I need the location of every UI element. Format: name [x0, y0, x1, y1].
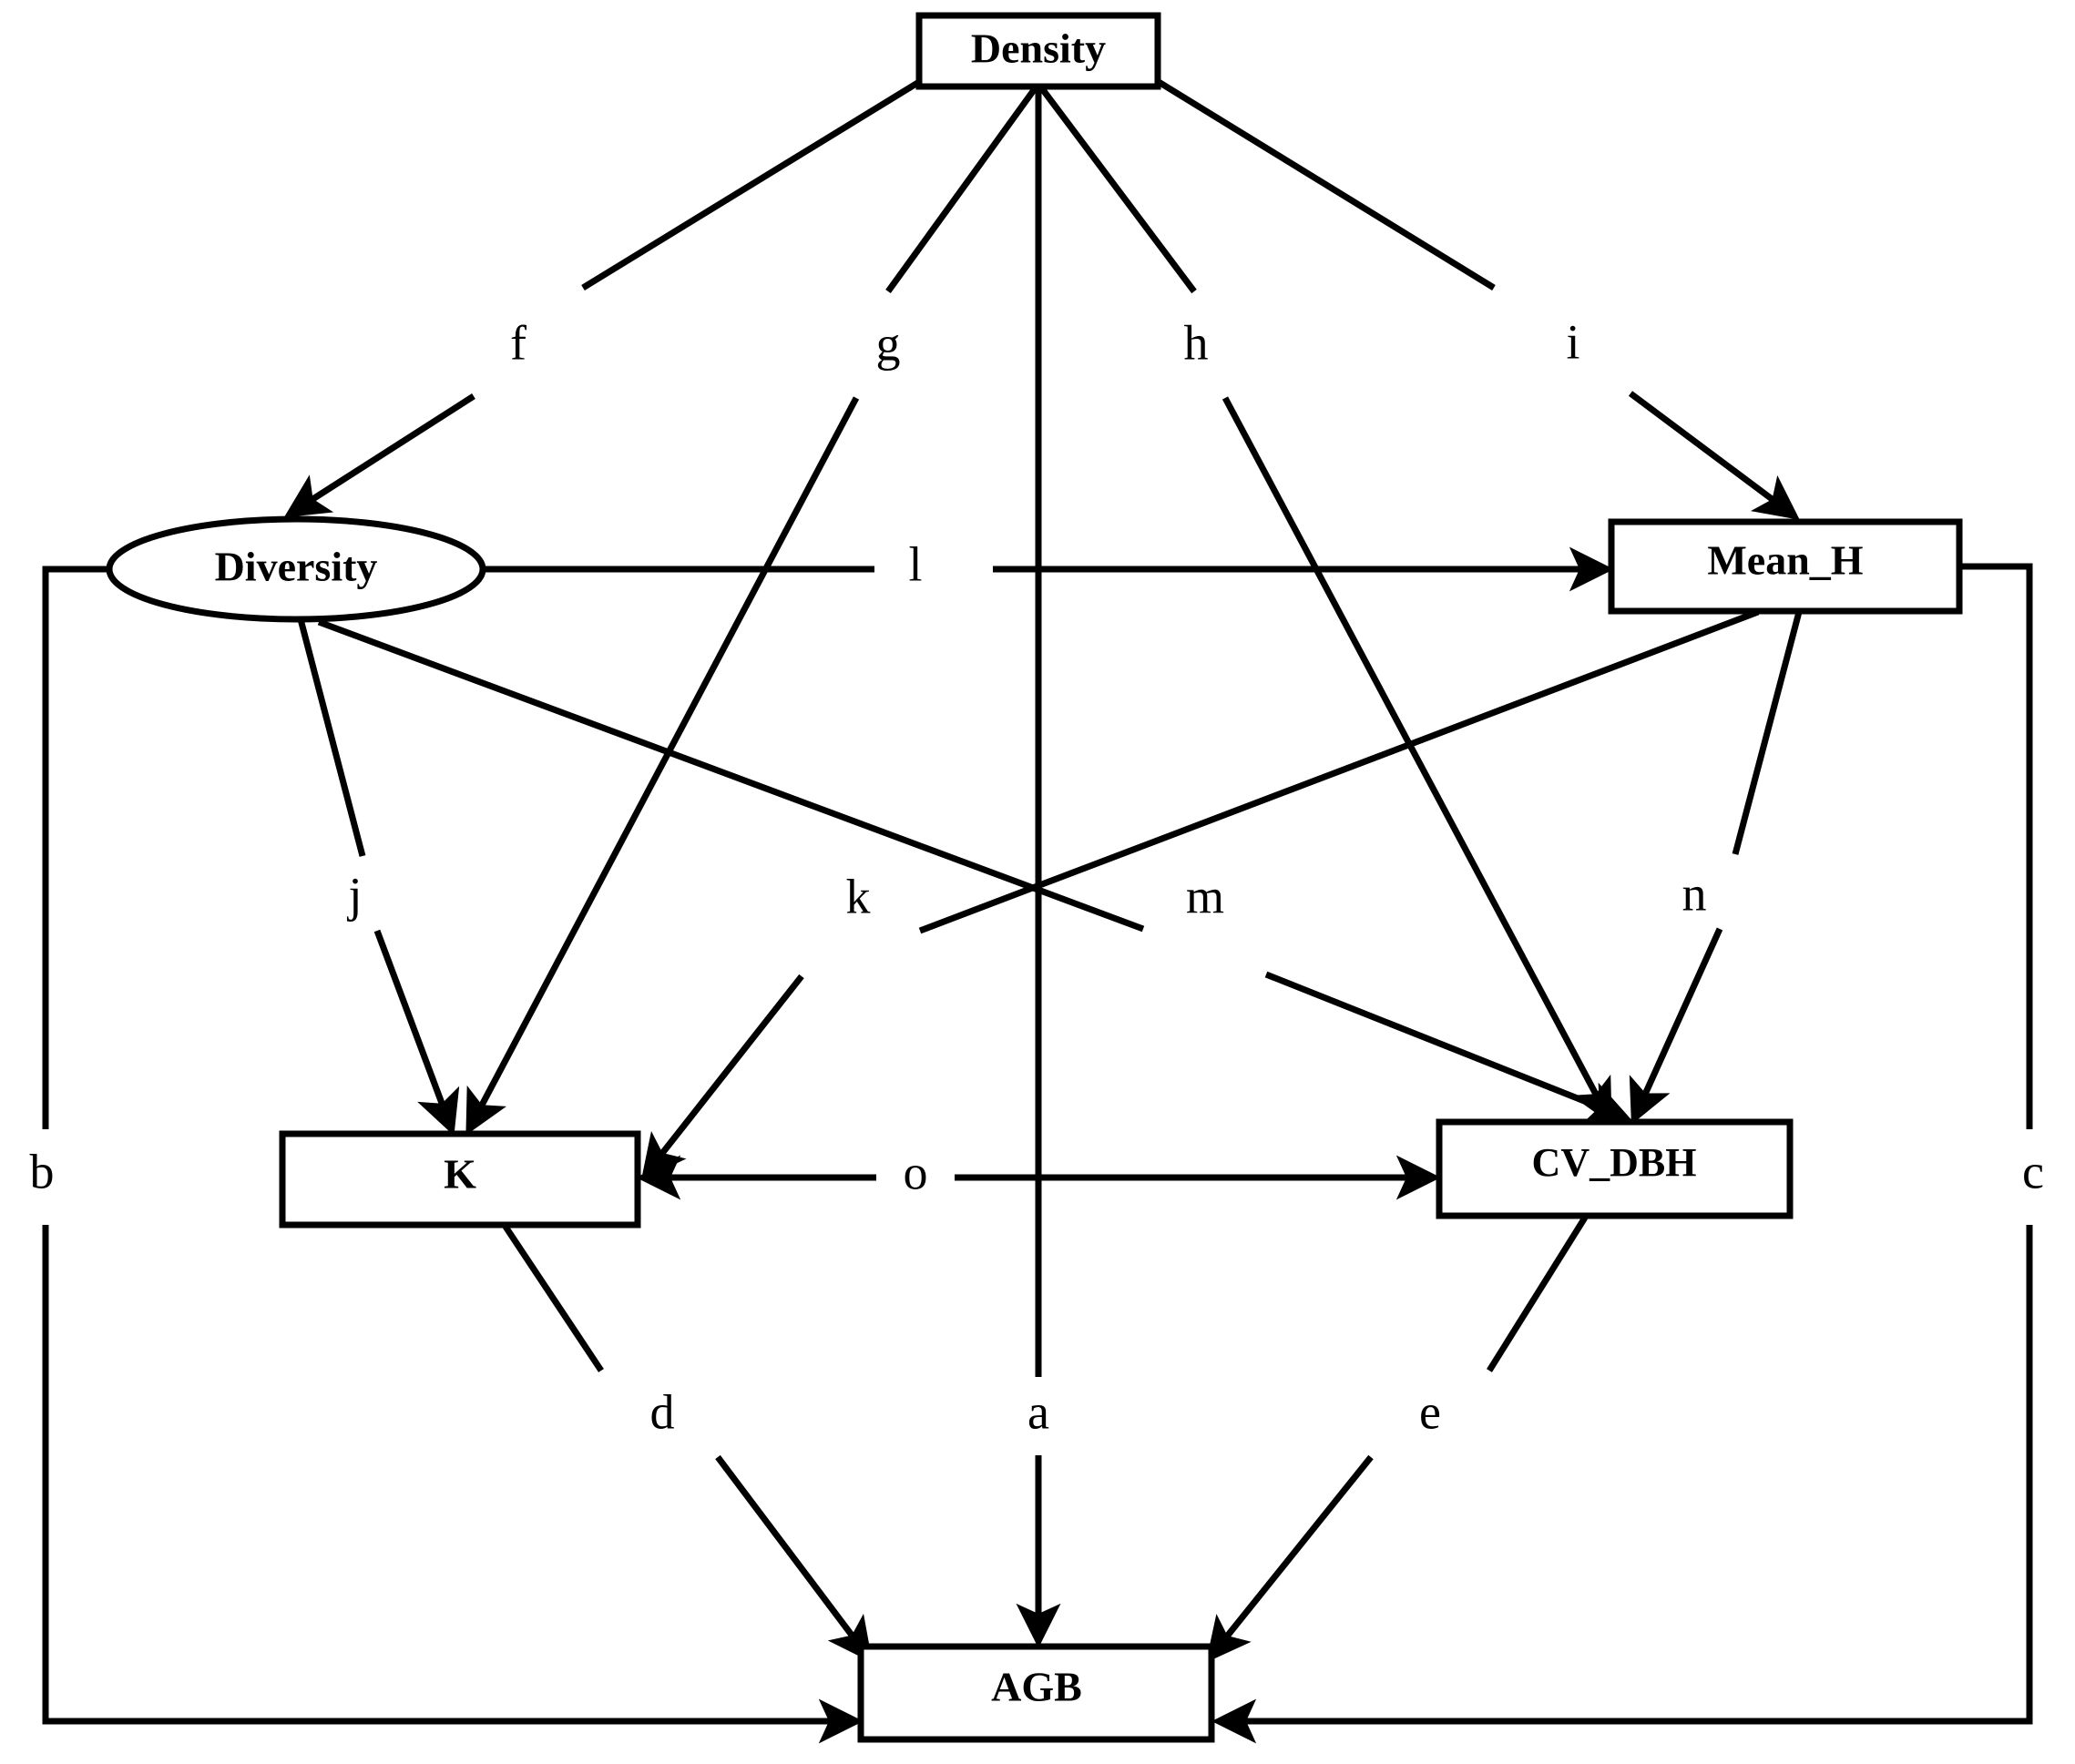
- node-cv-dbh-label: CV_DBH: [1532, 1140, 1697, 1185]
- path-label-b: b: [30, 1144, 55, 1198]
- edge-h: [1038, 85, 1612, 1125]
- node-k-label: K: [444, 1151, 476, 1198]
- node-mean-h-label: Mean_H: [1707, 537, 1863, 584]
- edge-i: [1157, 79, 1800, 520]
- path-label-c: c: [2022, 1144, 2044, 1198]
- path-label-e: e: [1419, 1384, 1441, 1439]
- path-label-f: f: [510, 315, 526, 370]
- path-label-a: a: [1027, 1384, 1049, 1439]
- node-agb[interactable]: AGB: [857, 1643, 1215, 1743]
- path-label-j: j: [346, 867, 362, 922]
- node-diversity[interactable]: Diversity: [106, 515, 486, 623]
- edge-c: [1211, 563, 2033, 1744]
- node-density-label: Density: [971, 25, 1106, 72]
- edge-m: [317, 618, 1632, 1125]
- node-diversity-label: Diversity: [215, 544, 378, 590]
- edge-k: [640, 608, 1760, 1180]
- path-label-n: n: [1682, 866, 1707, 921]
- path-label-h: h: [1184, 315, 1209, 370]
- path-label-i: i: [1566, 314, 1579, 369]
- edge-j: [297, 618, 460, 1137]
- path-label-o: o: [904, 1145, 928, 1199]
- edge-g: [465, 85, 1038, 1136]
- path-label-k: k: [846, 869, 871, 923]
- path-label-l: l: [908, 536, 922, 591]
- node-agb-label: AGB: [991, 1664, 1082, 1710]
- node-density[interactable]: Density: [915, 12, 1161, 90]
- edge-n: [1629, 611, 1803, 1125]
- node-mean-h[interactable]: Mean_H: [1608, 518, 1963, 615]
- edge-d: [503, 1225, 873, 1663]
- path-label-m: m: [1186, 869, 1224, 923]
- edge-e: [1205, 1216, 1588, 1663]
- node-k[interactable]: K: [279, 1130, 641, 1229]
- node-cv-dbh[interactable]: CV_DBH: [1436, 1118, 1794, 1219]
- path-label-g: g: [876, 316, 901, 371]
- path-label-d: d: [650, 1384, 675, 1439]
- edge-b: [42, 566, 864, 1744]
- edge-f: [283, 79, 921, 518]
